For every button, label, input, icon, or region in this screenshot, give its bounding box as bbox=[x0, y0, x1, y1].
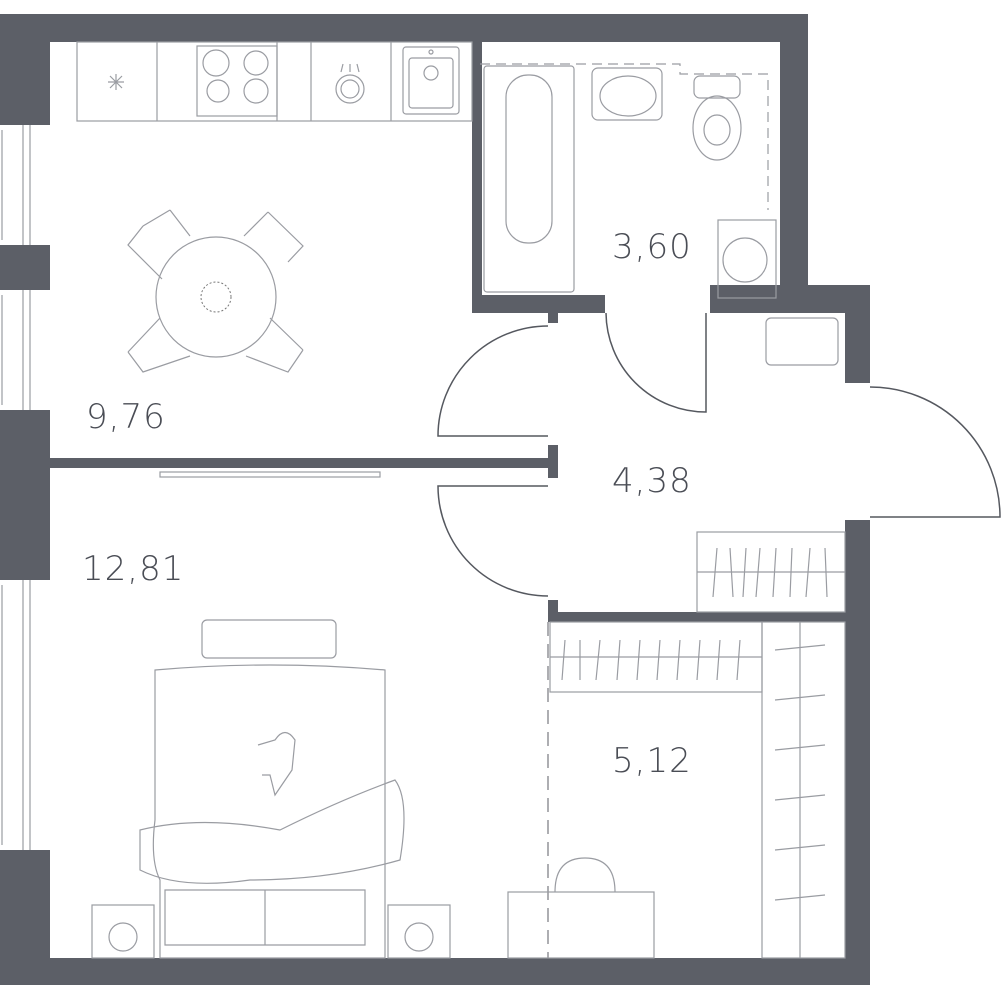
bed bbox=[139, 664, 405, 959]
washbasin bbox=[591, 67, 663, 121]
dishwasher-icon bbox=[335, 63, 365, 104]
blanket bbox=[139, 779, 405, 884]
bench bbox=[201, 619, 337, 659]
lamp-icon bbox=[404, 922, 434, 952]
bedroom-door bbox=[437, 485, 549, 597]
fan-icon bbox=[108, 74, 124, 90]
cat-icon bbox=[257, 731, 296, 797]
wardrobe bbox=[549, 621, 763, 693]
bathroom-door bbox=[605, 312, 707, 413]
tv bbox=[159, 471, 381, 478]
sink-icon bbox=[402, 46, 460, 115]
doors bbox=[437, 312, 1001, 597]
entrance-door bbox=[869, 386, 1001, 518]
desk-chair bbox=[554, 857, 616, 893]
lamp-icon bbox=[108, 922, 138, 952]
hall-wardrobe bbox=[696, 531, 846, 613]
duct-outline bbox=[480, 63, 769, 210]
bathtub bbox=[483, 65, 575, 293]
washing-machine bbox=[717, 219, 777, 299]
wardrobe-side bbox=[761, 621, 846, 959]
pillows bbox=[164, 889, 366, 946]
window bbox=[0, 580, 50, 850]
bedroom-area-label: 12,81 bbox=[82, 549, 184, 589]
window bbox=[0, 125, 50, 245]
nightstand-right bbox=[387, 904, 451, 959]
shoe-rack bbox=[765, 317, 839, 366]
kitchen-counter bbox=[76, 41, 473, 122]
hallway-area-label: 4,38 bbox=[612, 461, 692, 501]
dressing-room-area-label: 5,12 bbox=[612, 741, 692, 781]
plant-icon bbox=[200, 281, 232, 313]
kitchen-area-label: 9,76 bbox=[86, 397, 166, 437]
nightstand-left bbox=[91, 904, 155, 959]
walls bbox=[0, 14, 870, 985]
stove-icon bbox=[196, 45, 278, 117]
bathroom-area-label: 3,60 bbox=[612, 227, 692, 267]
windows bbox=[0, 125, 50, 850]
chairs bbox=[127, 209, 304, 373]
desk bbox=[507, 857, 655, 959]
kitchen-door bbox=[437, 325, 549, 437]
window bbox=[0, 290, 50, 410]
dining-table bbox=[127, 209, 304, 373]
toilet bbox=[692, 75, 742, 161]
